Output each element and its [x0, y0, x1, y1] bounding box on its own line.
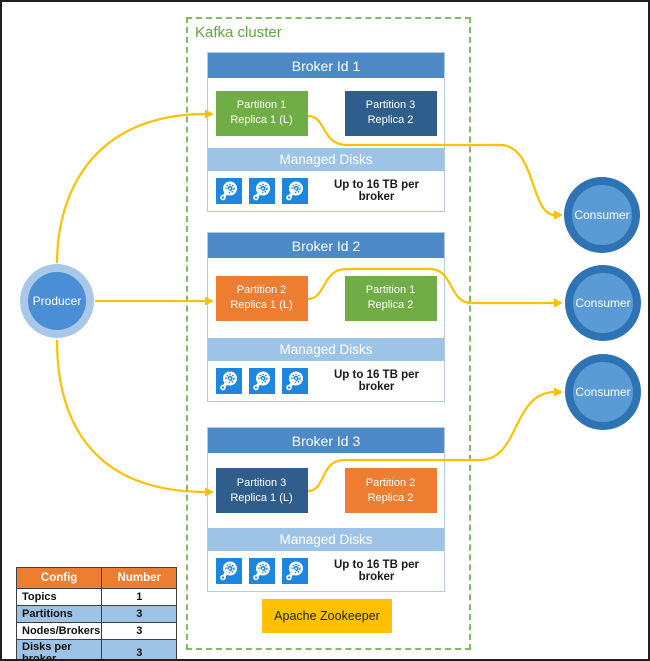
broker-2: Broker Id 2 Partition 2 Replica 1 (L) Pa… — [207, 232, 445, 402]
managed-disk-icon — [216, 558, 242, 584]
arrowhead — [554, 210, 563, 220]
kafka-cluster-label: Kafka cluster — [195, 24, 282, 41]
partition-box: Partition 1 Replica 2 — [344, 275, 437, 321]
table-row: Topics 1 — [15, 588, 178, 606]
broker-1-partitions: Partition 1 Replica 1 (L) Partition 3 Re… — [208, 78, 444, 148]
broker-2-disks: Up to 16 TB per broker — [208, 361, 444, 401]
config-name-cell: Partitions — [15, 605, 103, 623]
replica-label: Replica 2 — [367, 491, 414, 504]
replica-label: Replica 2 — [367, 299, 414, 311]
arrowhead — [554, 387, 563, 397]
managed-disk-icon — [282, 558, 308, 584]
disk-capacity-note: Up to 16 TB per broker — [334, 559, 419, 583]
disk-capacity-note: Up to 16 TB per broker — [334, 369, 419, 393]
config-table: Config Number Topics 1 Partitions 3 Node… — [15, 567, 178, 659]
broker-2-title: Broker Id 2 — [208, 233, 444, 258]
broker-3-partitions: Partition 3 Replica 1 (L) Partition 2 Re… — [208, 453, 444, 528]
partition-box: Partition 2 Replica 1 (L) — [215, 275, 308, 321]
consumer-label: Consumer — [573, 362, 633, 422]
kafka-cluster-boundary — [186, 17, 471, 650]
config-name-cell: Topics — [15, 588, 103, 606]
arrowhead — [554, 298, 563, 308]
broker-1-title: Broker Id 1 — [208, 53, 444, 78]
partition-name: Partition 2 — [236, 284, 287, 297]
replica-label: Replica 1 (L) — [230, 491, 293, 504]
producer-node: Producer — [20, 264, 94, 338]
partition-name: Partition 3 — [236, 476, 287, 489]
config-value-cell: 3 — [101, 605, 178, 623]
managed-disk-icon — [282, 368, 308, 394]
managed-disk-icon — [249, 558, 275, 584]
broker-3: Broker Id 3 Partition 3 Replica 1 (L) Pa… — [207, 427, 445, 592]
table-row: Partitions 3 — [15, 605, 178, 623]
managed-disk-icon — [249, 178, 275, 204]
disk-capacity-note: Up to 16 TB per broker — [334, 179, 419, 203]
broker-3-title: Broker Id 3 — [208, 428, 444, 453]
broker-3-disks: Up to 16 TB per broker — [208, 551, 444, 591]
managed-disk-icon — [216, 368, 242, 394]
managed-disks-bar: Managed Disks — [208, 148, 444, 171]
replica-label: Replica 1 (L) — [230, 114, 293, 126]
config-value-cell: 3 — [101, 622, 178, 640]
partition-box: Partition 2 Replica 2 — [344, 468, 437, 513]
config-value-cell: 1 — [101, 588, 178, 606]
config-name-cell: Disks per broker — [15, 639, 103, 659]
table-row: Nodes/Brokers 3 — [15, 622, 178, 640]
config-header-cell: Config — [15, 567, 103, 589]
partition-name: Partition 1 — [236, 99, 287, 112]
partition-box: Partition 3 Replica 1 (L) — [215, 468, 308, 513]
number-header-cell: Number — [101, 567, 178, 589]
apache-zookeeper-box: Apache Zookeeper — [262, 599, 392, 633]
config-value-cell: 3 — [101, 639, 178, 659]
managed-disks-bar: Managed Disks — [208, 528, 444, 551]
partition-name: Partition 3 — [365, 99, 416, 112]
arrow-producer-to-broker3 — [55, 339, 207, 494]
config-name-cell: Nodes/Brokers — [15, 622, 103, 640]
consumer-label: Consumer — [573, 273, 633, 333]
partition-box: Partition 3 Replica 2 — [344, 90, 437, 136]
broker-2-partitions: Partition 2 Replica 1 (L) Partition 1 Re… — [208, 258, 444, 338]
partition-name: Partition 2 — [365, 476, 416, 489]
consumer-node-3: Consumer — [565, 354, 641, 430]
replica-label: Replica 1 (L) — [230, 299, 293, 311]
broker-1: Broker Id 1 Partition 1 Replica 1 (L) Pa… — [207, 52, 445, 212]
replica-label: Replica 2 — [367, 114, 414, 126]
broker-1-disks: Up to 16 TB per broker — [208, 171, 444, 211]
managed-disks-bar: Managed Disks — [208, 338, 444, 361]
managed-disk-icon — [282, 178, 308, 204]
config-table-header: Config Number — [15, 567, 178, 589]
producer-label: Producer — [28, 272, 86, 330]
consumer-node-1: Consumer — [564, 177, 640, 253]
partition-name: Partition 1 — [365, 284, 416, 297]
consumer-label: Consumer — [572, 185, 632, 245]
table-row: Disks per broker 3 — [15, 639, 178, 659]
partition-box: Partition 1 Replica 1 (L) — [215, 90, 308, 136]
managed-disk-icon — [216, 178, 242, 204]
arrow-producer-to-broker1 — [55, 112, 207, 264]
managed-disk-icon — [249, 368, 275, 394]
consumer-node-2: Consumer — [565, 265, 641, 341]
